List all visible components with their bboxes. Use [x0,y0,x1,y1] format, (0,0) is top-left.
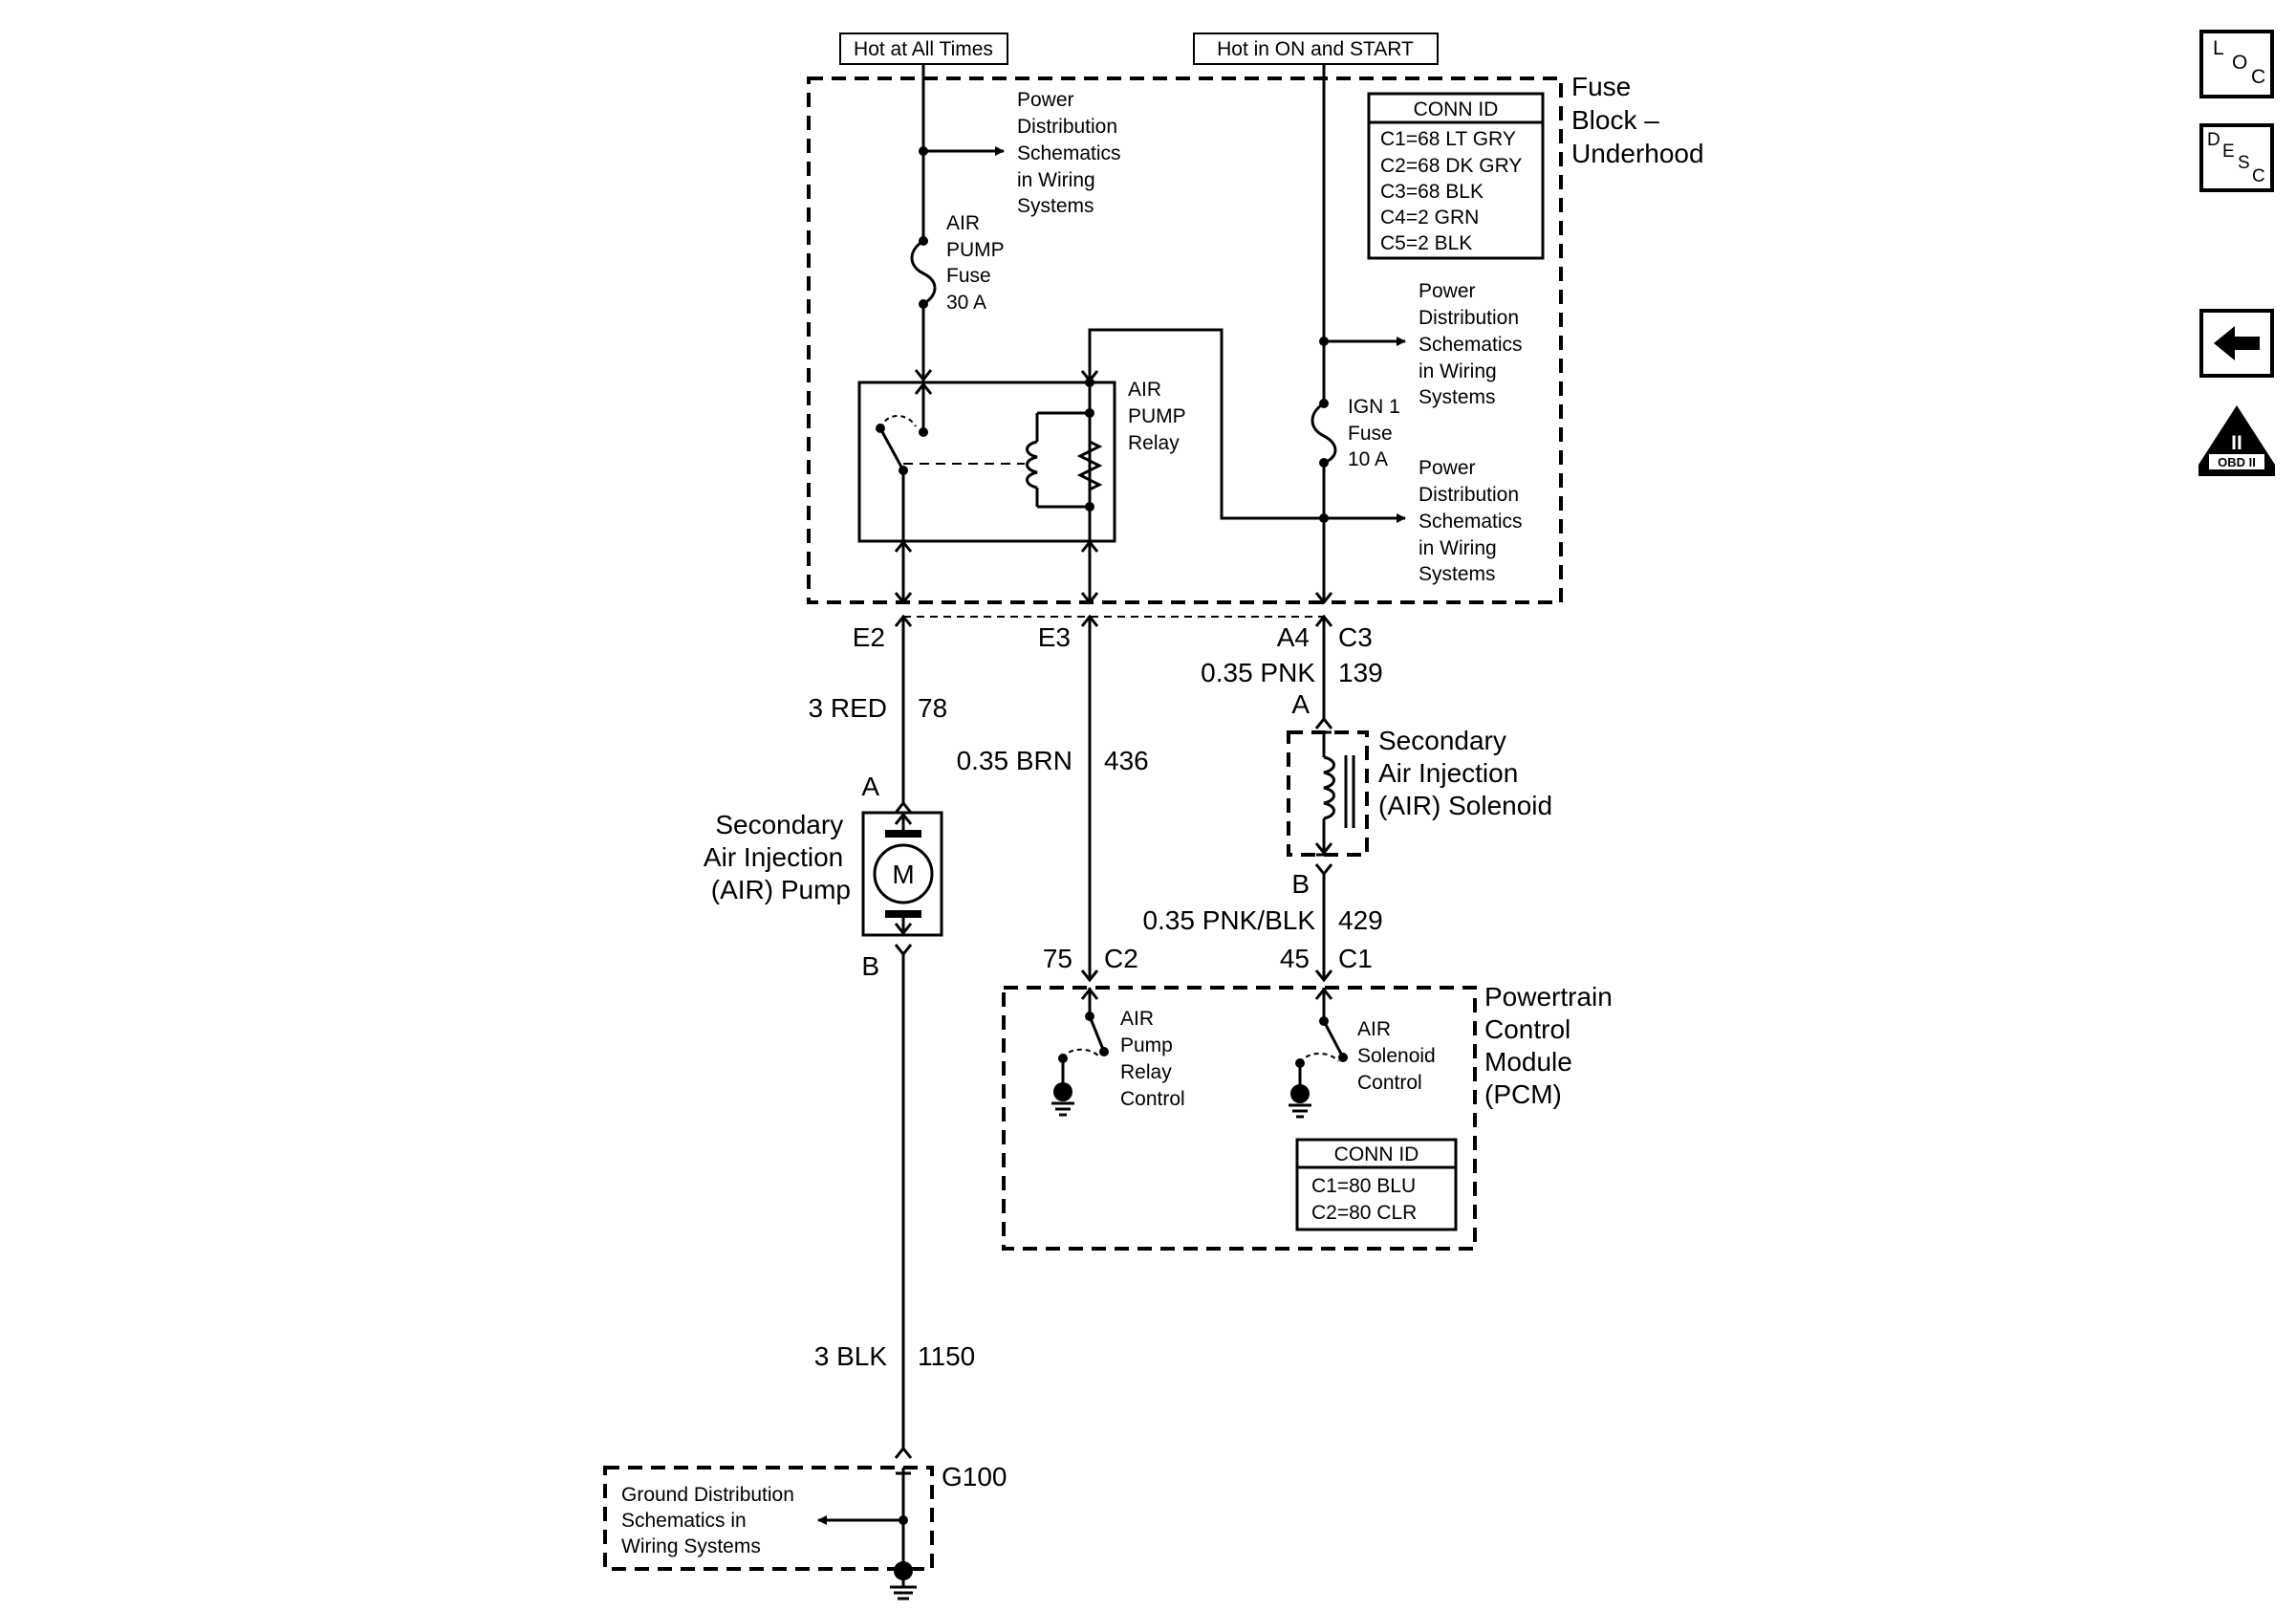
air-pump-title: Secondary Air Injection (AIR) Pump [704,810,851,904]
connector-a4: A4 [1277,622,1310,652]
arrow-left-icon [2214,326,2260,360]
air-pump-relay-label: AIR PUMP Relay [1128,379,1191,454]
ground-distribution-box [603,1466,934,1571]
wire-pnkblk-gauge: 0.35 PNK/BLK [1142,905,1315,935]
svg-text:CONN ID: CONN ID [1334,1143,1419,1165]
pump-connector-b: B [861,951,879,981]
pcm-module [1002,986,1477,1251]
pump-connector-a: A [861,772,879,801]
ign1-fuse-label: IGN 1 Fuse 10 A [1348,396,1406,470]
wire-pnk-circuit: 139 [1338,658,1383,687]
power-dist-ref-2: Power Distribution Schematics in Wiring … [1419,280,1527,408]
back-button[interactable] [2199,309,2274,378]
svg-text:CONN ID: CONN ID [1414,98,1499,120]
pcm-pin-75: 75 [1043,944,1072,973]
svg-text:Hot in ON and START: Hot in ON and START [1217,38,1414,60]
svg-text:II: II [2231,432,2242,454]
svg-text:L: L [2213,37,2224,59]
svg-text:C1=80 BLU: C1=80 BLU [1311,1175,1416,1197]
svg-text:C2=80 CLR: C2=80 CLR [1311,1202,1417,1224]
svg-text:C4=2 GRN: C4=2 GRN [1380,207,1479,229]
connector-e2: E2 [853,622,885,652]
svg-text:C: C [2251,66,2265,88]
pcm-conn-id-table: CONN ID C1=80 BLU C2=80 CLR [1295,1138,1458,1231]
solenoid-connector-b: B [1291,869,1310,899]
wire-blk-circuit: 1150 [918,1341,975,1371]
pcm-pin-45: 45 [1280,944,1310,973]
pcm-title: Powertrain Control Module (PCM) [1484,982,1620,1109]
svg-text:C5=2 BLK: C5=2 BLK [1380,232,1472,254]
motor-symbol: M [892,860,914,889]
wire-red-circuit: 78 [918,693,947,723]
air-pump-fuse [910,236,937,309]
power-dist-ref-1: Power Distribution Schematics in Wiring … [1017,89,1126,217]
svg-text:C2=68 DK GRY: C2=68 DK GRY [1380,155,1522,177]
svg-text:OBD II: OBD II [2218,455,2256,469]
ground-id: G100 [942,1462,1007,1491]
pcm-connector-c2: C2 [1104,944,1138,973]
desc-button[interactable]: D E S C [2199,123,2274,192]
hot-in-on-and-start-label: Hot in ON and START [1193,33,1439,65]
air-solenoid-control-label: AIR Solenoid Control [1357,1018,1441,1094]
air-pump-relay-control-label: AIR Pump Relay Control [1120,1008,1185,1110]
ground-ref: Ground Distribution Schematics in Wiring… [621,1484,800,1557]
air-pump-motor: M [861,811,943,937]
ground-symbol [890,1580,917,1600]
wire-pnkblk-circuit: 429 [1338,905,1383,935]
fuse-block-underhood [807,76,1563,604]
svg-text:D: D [2207,130,2220,150]
pcm-connector-c1: C1 [1338,944,1373,973]
wire-brn-circuit: 436 [1104,746,1149,775]
wire-brn-gauge: 0.35 BRN [957,746,1072,775]
fuse-block-title: Fuse Block – Underhood [1571,72,1704,168]
wire-pnk-gauge: 0.35 PNK [1201,658,1315,687]
air-pump-relay-control-driver [1051,987,1109,1117]
ign1-fuse [1310,399,1337,468]
loc-button[interactable]: L O C [2199,30,2274,98]
svg-text:S: S [2238,153,2250,173]
obd-ii-icon [2199,405,2275,465]
hot-at-all-times-label: Hot at All Times [839,33,1008,65]
obd-ii-button[interactable]: II OBD II [2199,405,2275,476]
air-pump-fuse-label: AIR PUMP Fuse 30 A [946,212,1009,314]
svg-text:C1=68 LT GRY: C1=68 LT GRY [1380,128,1516,150]
svg-text:O: O [2232,52,2247,74]
connector-e3: E3 [1038,622,1071,652]
svg-text:E: E [2222,142,2235,162]
connector-c3: C3 [1338,622,1373,652]
svg-text:C3=68 BLK: C3=68 BLK [1380,181,1484,203]
air-solenoid-control-driver [1289,987,1348,1119]
power-dist-ref-3: Power Distribution Schematics in Wiring … [1419,457,1527,585]
wire-blk-gauge: 3 BLK [814,1341,888,1371]
air-pump-relay [857,381,1116,543]
svg-text:C: C [2252,166,2265,186]
wire-red-gauge: 3 RED [809,693,887,723]
solenoid-connector-a: A [1291,689,1310,719]
air-solenoid-title: Secondary Air Injection (AIR) Solenoid [1378,726,1552,820]
svg-text:Hot at All Times: Hot at All Times [854,38,993,60]
air-solenoid [1287,730,1369,857]
fuse-block-conn-id-table: CONN ID C1=68 LT GRY C2=68 DK GRY C3=68 … [1367,92,1545,260]
